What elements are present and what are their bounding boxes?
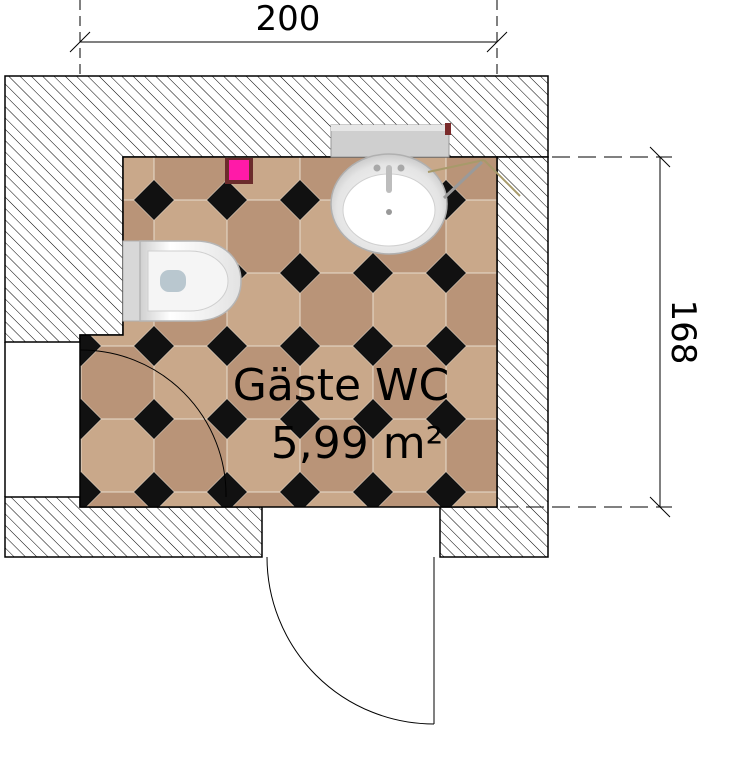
dimension-depth-label: 168 (663, 300, 703, 365)
floor-tile-diamond (426, 472, 466, 507)
floor-tile (299, 272, 374, 347)
floor-tile-diamond (572, 180, 612, 220)
floor-tile-diamond (426, 399, 466, 439)
entry-door-swing (261, 507, 441, 725)
floor-tile-diamond (572, 253, 612, 293)
floor-outline (79, 156, 498, 508)
floor-tile-diamond (353, 326, 393, 366)
floor-tile-diamond (80, 326, 101, 366)
room-area: 5,99 m² (271, 418, 443, 469)
floor-tile (299, 491, 374, 507)
towel-hook-icon (225, 158, 253, 184)
floor-tile-diamond (572, 472, 612, 512)
floor-tile-diamond (353, 253, 393, 293)
floor-tile-diamond (572, 326, 612, 366)
floor-tile (226, 199, 301, 274)
room-name: Gäste WC (233, 360, 450, 411)
floor-tile-diamond (572, 545, 612, 585)
floor-tile-diamond (207, 326, 247, 366)
floor-tile (445, 272, 497, 347)
left-door-swing (79, 349, 227, 498)
floor-tile (372, 491, 447, 507)
dimension-width: 200 (69, 0, 508, 76)
floor-tile (445, 199, 497, 274)
floor-tile-diamond (207, 399, 247, 439)
floor-tile-diamond (280, 472, 320, 507)
dimension-width-label: 200 (256, 0, 321, 39)
floor-tile-diamond (134, 180, 174, 220)
floor-tile-diamond (572, 107, 612, 147)
floor-tile-diamond (426, 326, 466, 366)
floor-tile-diamond (426, 253, 466, 293)
towel-rail-icon (427, 159, 521, 200)
floor-tile-diamond (280, 399, 320, 439)
floor-tile-diamond (134, 472, 174, 507)
floor-tile-diamond (280, 253, 320, 293)
floor-tile-diamond (207, 472, 247, 507)
dimension-depth: 168 (500, 146, 703, 518)
floor-tile (80, 418, 155, 493)
floor-tile-diamond (572, 399, 612, 439)
floor-tile-diamond (280, 180, 320, 220)
floor-tile-diamond (207, 180, 247, 220)
floor-tile-diamond (353, 472, 393, 507)
floor-tile-diamond (353, 545, 393, 585)
floor-tile (80, 345, 155, 420)
floor-tile (153, 418, 228, 493)
wash-basin-icon (330, 153, 448, 255)
floor-tile-diamond (280, 326, 320, 366)
floor-tile (153, 345, 228, 420)
floor-tile-diamond (80, 399, 101, 439)
floor-tile-diamond (280, 545, 320, 585)
floor-tile-diamond (134, 399, 174, 439)
toilet-icon (122, 240, 242, 322)
floor-tile (372, 272, 447, 347)
floor-tile-diamond (134, 326, 174, 366)
floor-tile-diamond (80, 472, 101, 507)
mirror-shelf-icon (330, 123, 451, 158)
floor-tile (445, 418, 497, 493)
floor-tile (445, 345, 497, 420)
floor-tile-diamond (353, 399, 393, 439)
